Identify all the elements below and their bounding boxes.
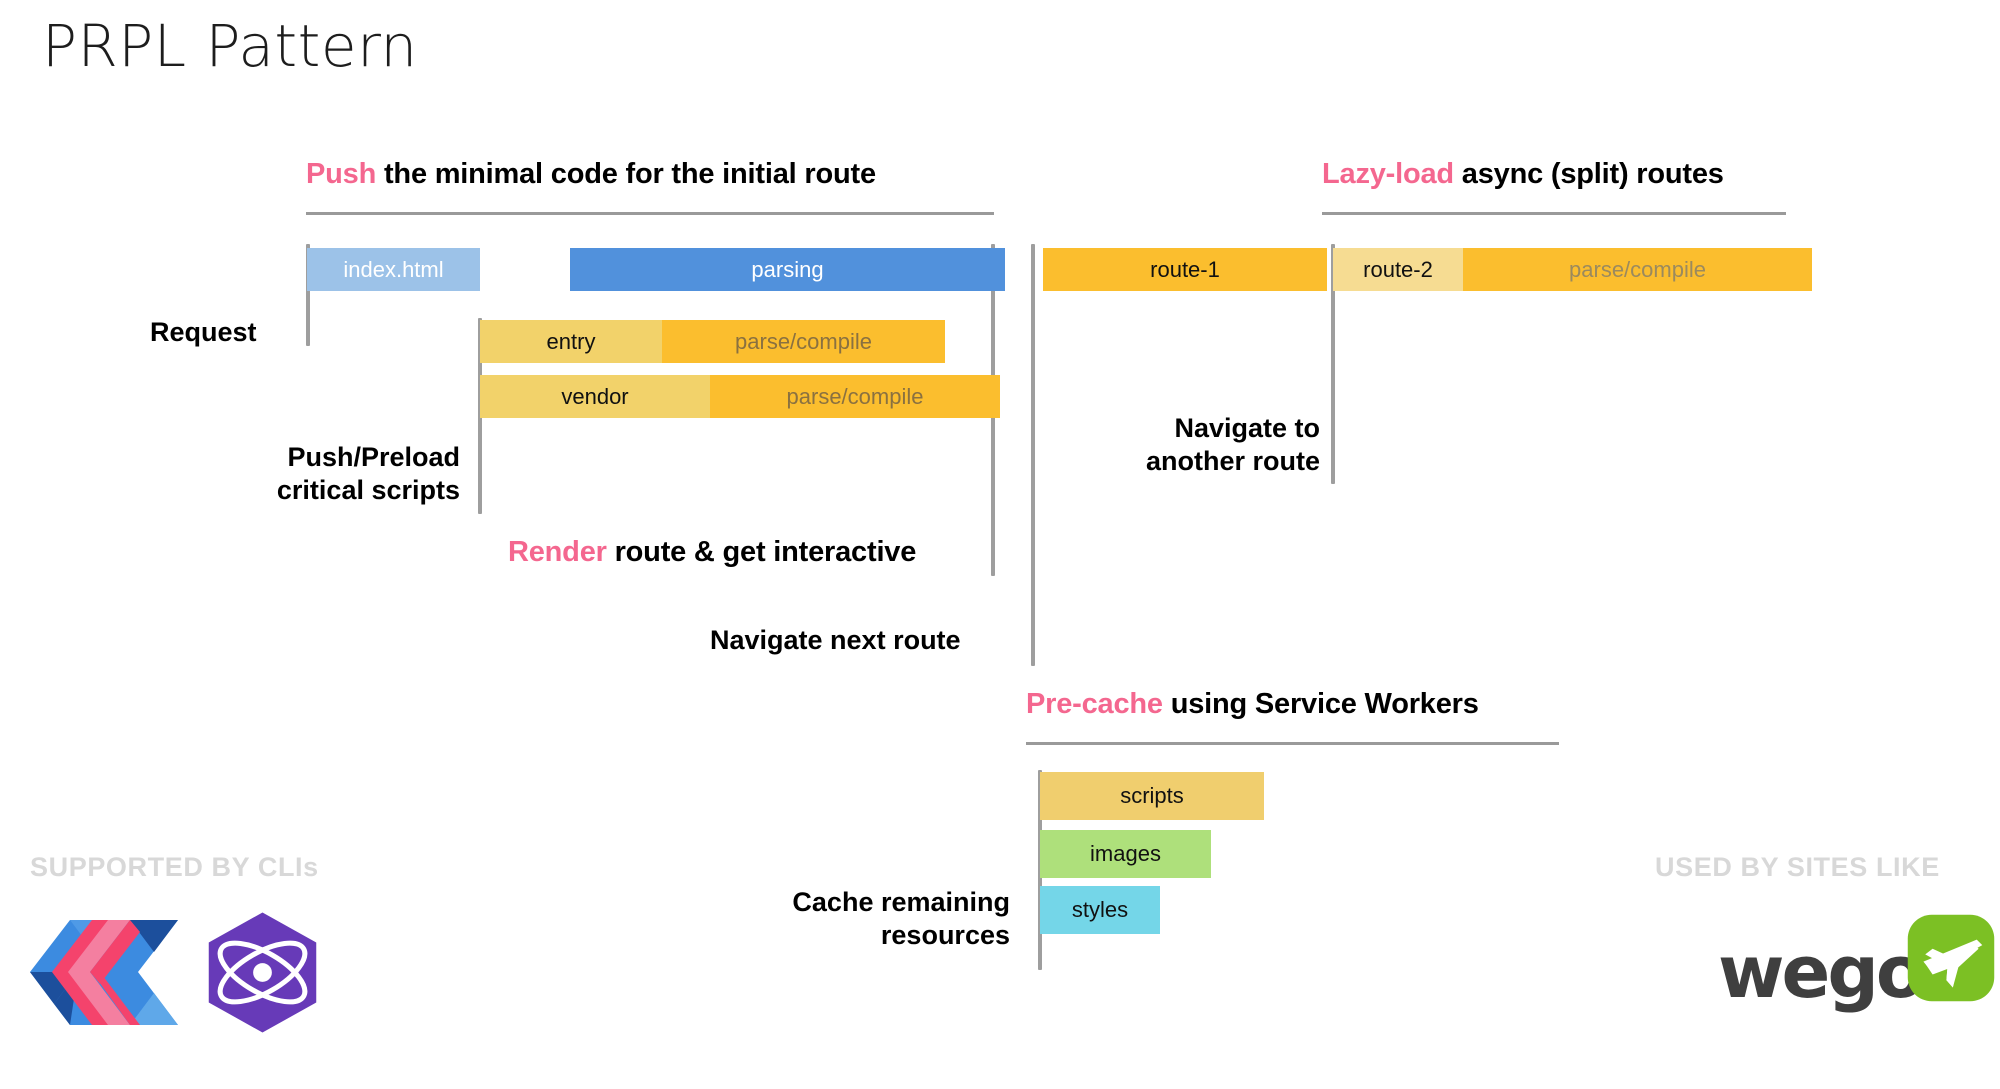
bar-route-1[interactable]: route-1 — [1043, 248, 1327, 291]
section-rest-precache: using Service Workers — [1162, 688, 1479, 720]
wego-plane-icon — [1905, 912, 1997, 1004]
bar-segment-route-2-parse-compile: parse/compile — [1463, 248, 1812, 291]
label-cache-remaining: Cache remaining resources — [792, 887, 1010, 950]
label-navigate-next: Navigate next route — [710, 625, 961, 655]
bar-images[interactable]: images — [1040, 830, 1211, 878]
bar-segment-route-1: route-1 — [1043, 248, 1327, 291]
section-rule-lazy — [1322, 212, 1786, 215]
section-rest-lazy: async (split) routes — [1453, 158, 1724, 190]
section-rest-push: the minimal code for the initial route — [376, 158, 876, 190]
marker-line-navigate-next — [1031, 244, 1035, 666]
bar-segment-vendor-parse-compile: parse/compile — [710, 375, 1000, 418]
label-request: Request — [150, 317, 257, 347]
footer-caption-used-by: USED BY SITES LIKE — [1655, 852, 1940, 882]
bar-segment-images: images — [1040, 830, 1211, 878]
marker-line-request — [306, 244, 310, 346]
wego-wordmark: wego — [1718, 930, 1925, 1014]
section-rule-push — [306, 212, 994, 215]
bar-segment-route-2: route-2 — [1333, 248, 1463, 291]
bar-route-2[interactable]: route-2 parse/compile — [1333, 248, 1812, 291]
bar-parsing[interactable]: parsing — [570, 248, 1005, 291]
section-rule-precache — [1026, 742, 1559, 745]
section-keyword-lazy: Lazy-load — [1322, 158, 1454, 190]
section-rest-render: route & get interactive — [606, 536, 917, 568]
page-title: PRPL Pattern — [42, 12, 418, 80]
section-heading-render: Render route & get interactive — [508, 536, 916, 569]
preact-logo — [200, 910, 325, 1035]
footer-caption-supported-by: SUPPORTED BY CLIs — [30, 852, 319, 882]
bar-styles[interactable]: styles — [1040, 886, 1160, 934]
bar-vendor[interactable]: vendor parse/compile — [480, 375, 1000, 418]
polymer-logo — [30, 920, 180, 1025]
section-heading-lazy: Lazy-load async (split) routes — [1322, 158, 1724, 191]
section-heading-precache: Pre-cache using Service Workers — [1026, 688, 1479, 721]
bar-segment-scripts: scripts — [1040, 772, 1264, 820]
bar-segment-index-html: index.html — [307, 248, 480, 291]
bar-segment-entry: entry — [480, 320, 662, 363]
label-push-preload: Push/Preload critical scripts — [276, 442, 460, 505]
section-keyword-precache: Pre-cache — [1026, 688, 1163, 720]
section-keyword-render: Render — [508, 536, 607, 568]
label-navigate-another: Navigate to another route — [1145, 413, 1320, 476]
bar-scripts[interactable]: scripts — [1040, 772, 1264, 820]
bar-index-html[interactable]: index.html — [307, 248, 480, 291]
bar-segment-vendor: vendor — [480, 375, 710, 418]
bar-segment-entry-parse-compile: parse/compile — [662, 320, 945, 363]
section-heading-push: Push the minimal code for the initial ro… — [306, 158, 876, 191]
bar-segment-styles: styles — [1040, 886, 1160, 934]
bar-segment-parsing: parsing — [570, 248, 1005, 291]
marker-line-route2 — [1331, 244, 1335, 484]
section-keyword-push: Push — [306, 158, 377, 190]
bar-entry[interactable]: entry parse/compile — [480, 320, 945, 363]
